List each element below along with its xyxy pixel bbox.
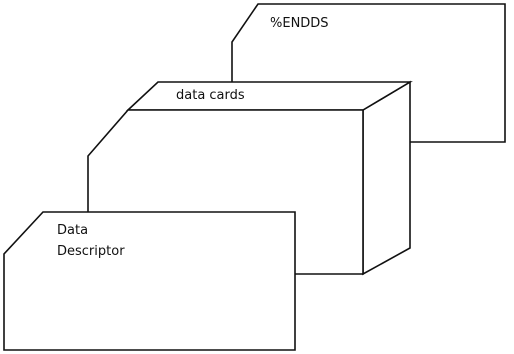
data-cards-deck-label: data cards: [176, 88, 245, 103]
descriptor-card-label-line1: Data: [57, 223, 88, 238]
descriptor-card: Data Descriptor: [4, 212, 295, 350]
descriptor-card-label-line2: Descriptor: [57, 244, 125, 259]
end-card-label: %ENDDS: [270, 16, 329, 31]
data-cards-deck-top: [128, 82, 410, 110]
data-cards-deck-side: [363, 82, 410, 274]
descriptor-card-outline: [4, 212, 295, 350]
